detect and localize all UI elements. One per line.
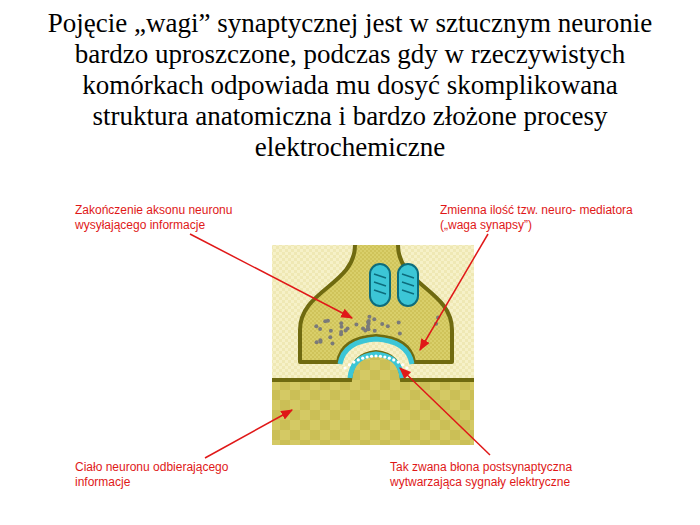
vesicle	[386, 324, 390, 328]
leader-arrow	[400, 368, 490, 455]
vesicles	[314, 315, 440, 346]
neurotransmitter	[397, 361, 400, 364]
leader-arrow	[420, 234, 488, 350]
vesicle	[380, 322, 384, 326]
vesicle	[397, 320, 401, 324]
neurotransmitter	[388, 357, 391, 360]
postsynaptic-body	[272, 352, 474, 445]
vesicle	[340, 325, 344, 329]
vesicle	[344, 329, 348, 333]
neurotransmitter	[374, 354, 377, 357]
vesicle	[367, 315, 371, 319]
neurotransmitter	[361, 357, 364, 360]
leader-arrow	[205, 410, 292, 458]
vesicle	[339, 321, 343, 325]
vesicle	[339, 330, 343, 334]
neurotransmitter-dots	[343, 354, 408, 369]
page-title: Pojęcie „wagi” synaptycznej jest w sztuc…	[40, 8, 660, 163]
neurotransmitter	[343, 366, 346, 369]
background-square	[272, 245, 474, 445]
neurotransmitter	[370, 355, 373, 358]
vesicle	[373, 329, 377, 333]
neurotransmitter	[366, 355, 369, 358]
neurotransmitter	[357, 358, 360, 361]
vesicle	[367, 319, 371, 323]
callout-label: Zmienna ilość tzw. neuro- mediatora („wa…	[440, 203, 640, 233]
mitochondrion	[398, 264, 418, 306]
vesicle	[319, 340, 323, 344]
neurotransmitter	[352, 361, 355, 364]
neurotransmitter	[392, 358, 395, 361]
vesicle	[398, 331, 402, 335]
vesicle	[326, 319, 330, 323]
vesicle	[372, 317, 376, 321]
neurotransmitter	[348, 363, 351, 366]
vesicle	[366, 320, 370, 324]
vesicle	[315, 340, 319, 344]
neurotransmitter	[379, 355, 382, 358]
vesicle	[330, 342, 334, 346]
neurotransmitter	[401, 363, 404, 366]
vesicle	[329, 329, 333, 333]
vesicle	[366, 325, 370, 329]
callout-label: Tak zwana błona postsynaptyczna wytwarza…	[390, 460, 630, 490]
vesicle	[328, 335, 332, 339]
callout-label: Ciało neuronu odbierającego informacje	[75, 460, 255, 490]
vesicle	[361, 327, 365, 331]
neurotransmitter	[383, 355, 386, 358]
leader-arrow	[190, 234, 352, 318]
vesicle	[314, 324, 318, 328]
mitochondrion	[370, 264, 390, 306]
callout-label: Zakończenie aksonu neuronu wysyłającego …	[75, 203, 285, 233]
receptor-layer	[350, 354, 402, 378]
vesicle	[318, 327, 322, 331]
neurotransmitter	[405, 366, 408, 369]
vesicle	[354, 323, 358, 327]
